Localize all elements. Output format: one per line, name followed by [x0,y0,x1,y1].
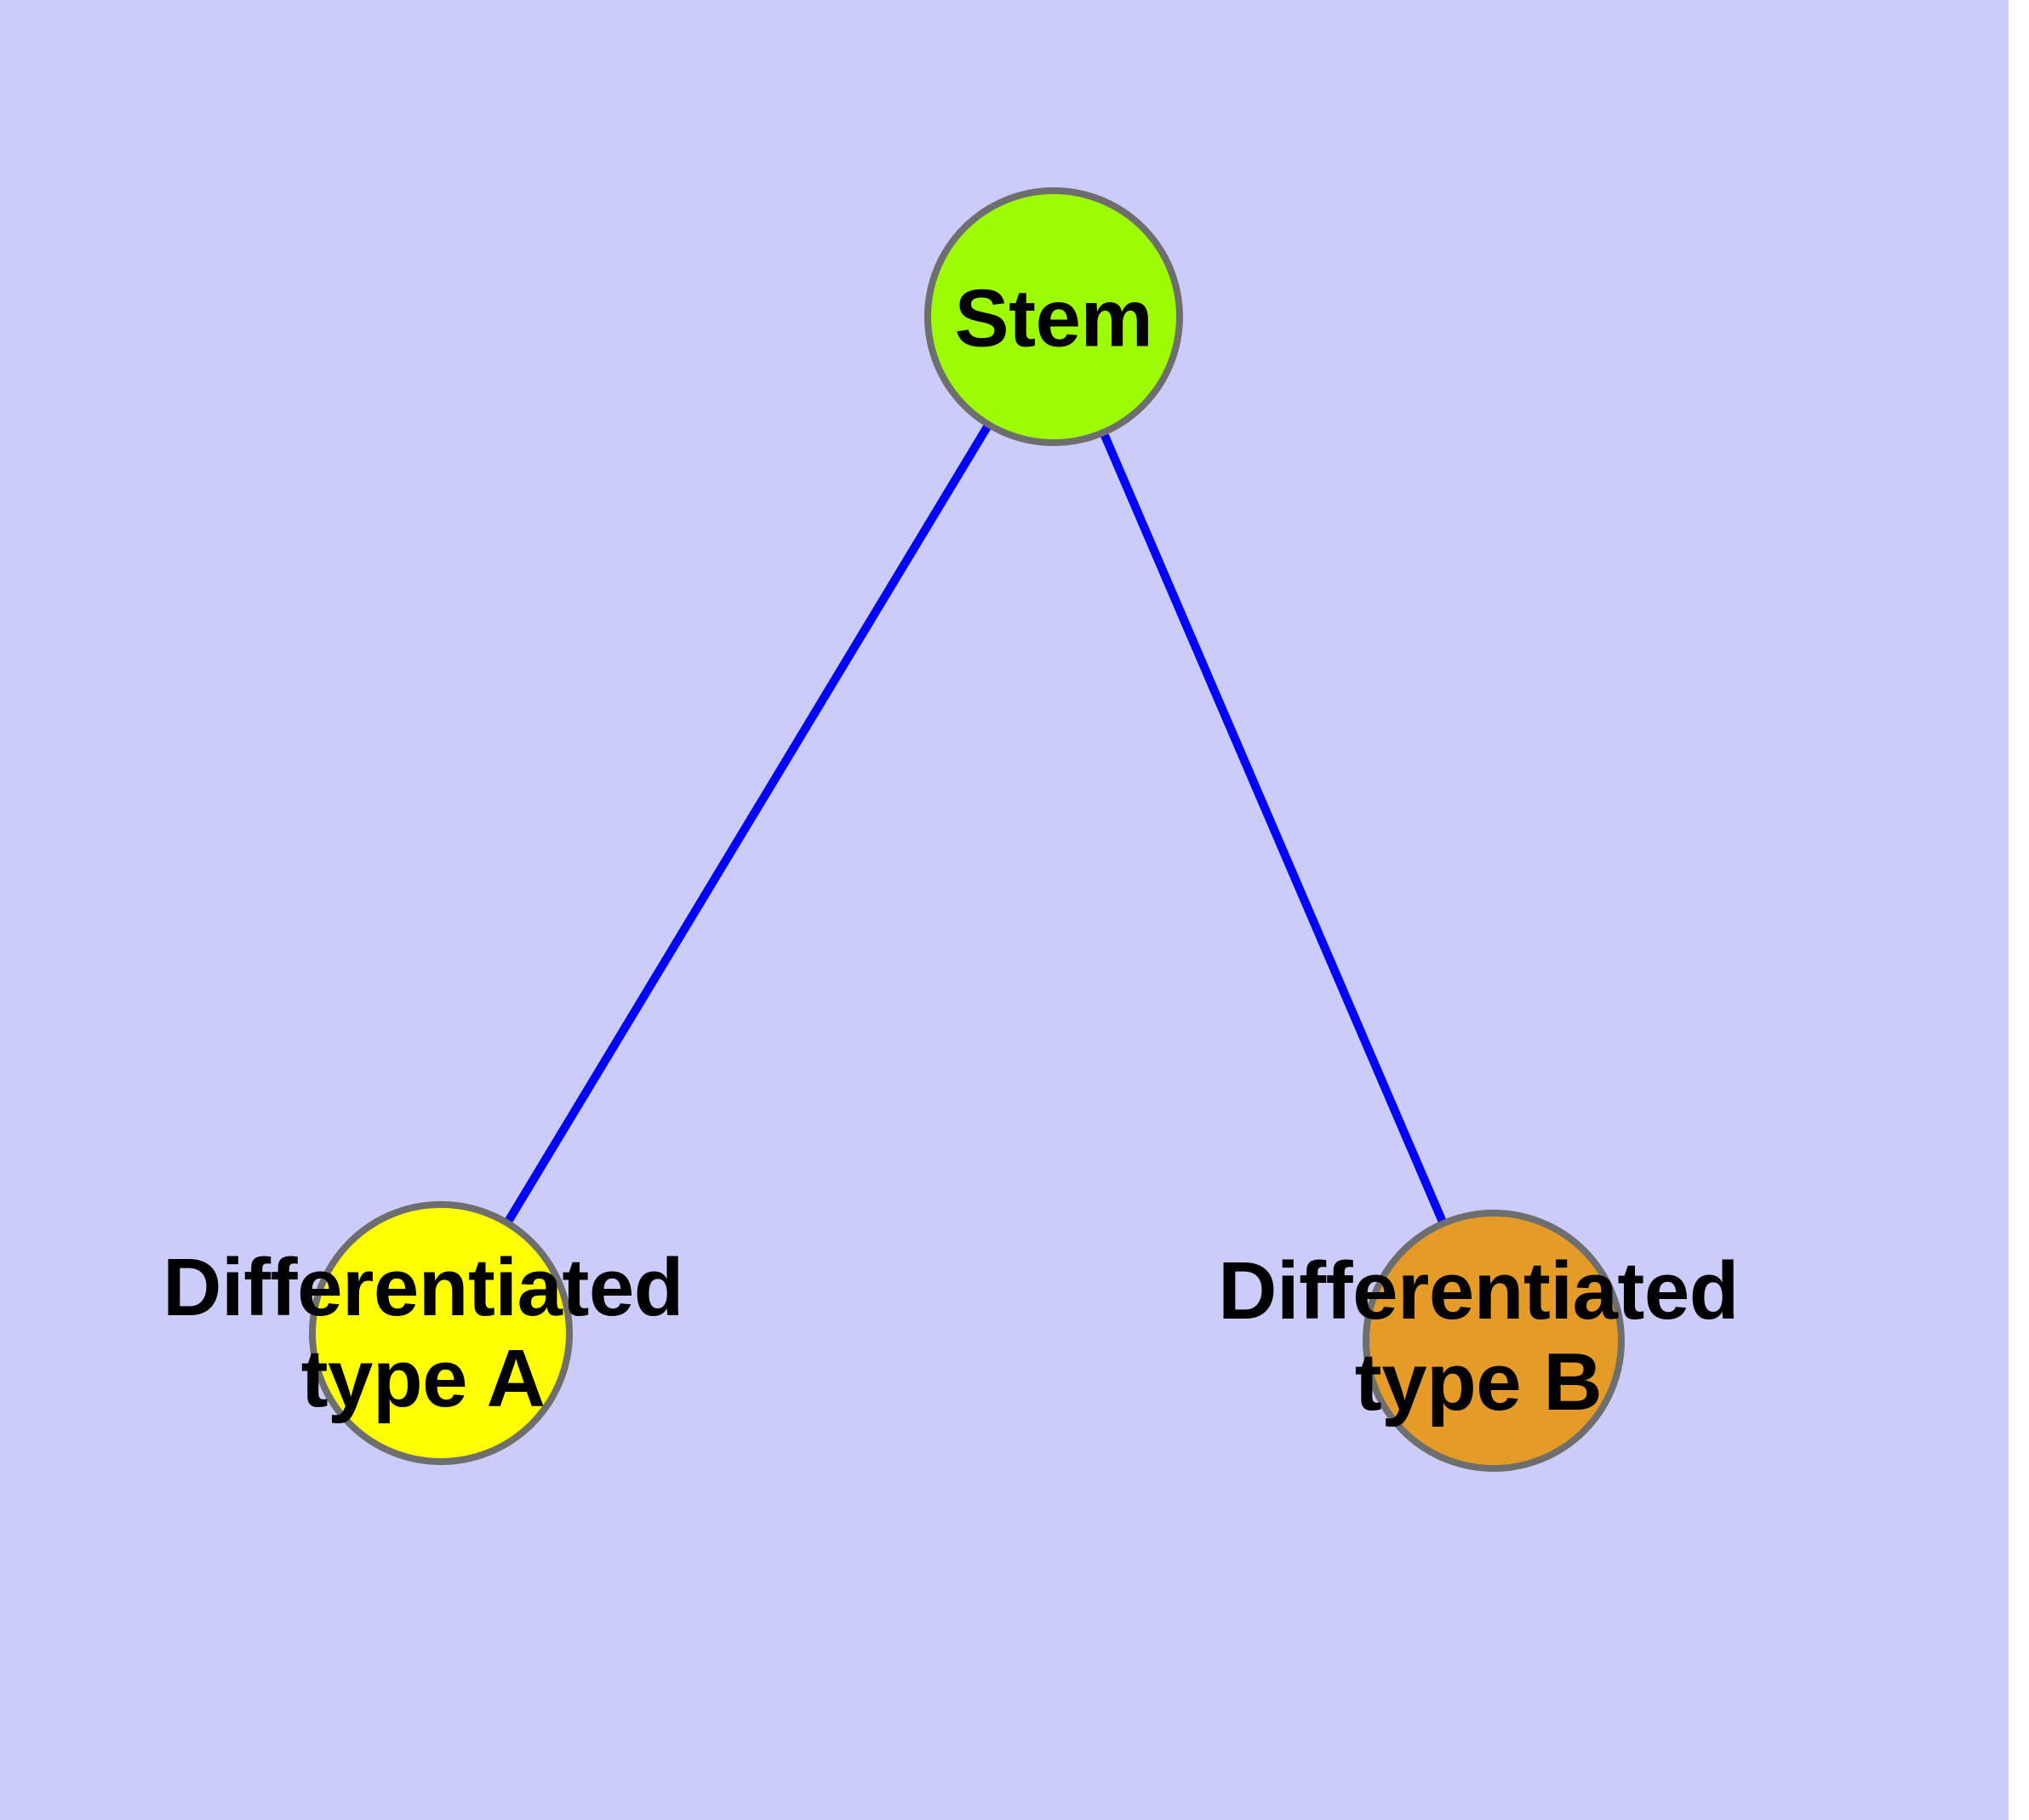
edge-layer [490,406,1458,1249]
edge-stem-to-differentiated-type-a[interactable] [490,406,1003,1248]
node-differentiated-type-a[interactable] [309,1201,573,1465]
node-layer [309,187,1625,1472]
edge-stem-to-differentiated-type-b[interactable] [1092,413,1458,1249]
node-stem[interactable] [924,187,1183,446]
node-differentiated-type-b[interactable] [1363,1210,1625,1472]
